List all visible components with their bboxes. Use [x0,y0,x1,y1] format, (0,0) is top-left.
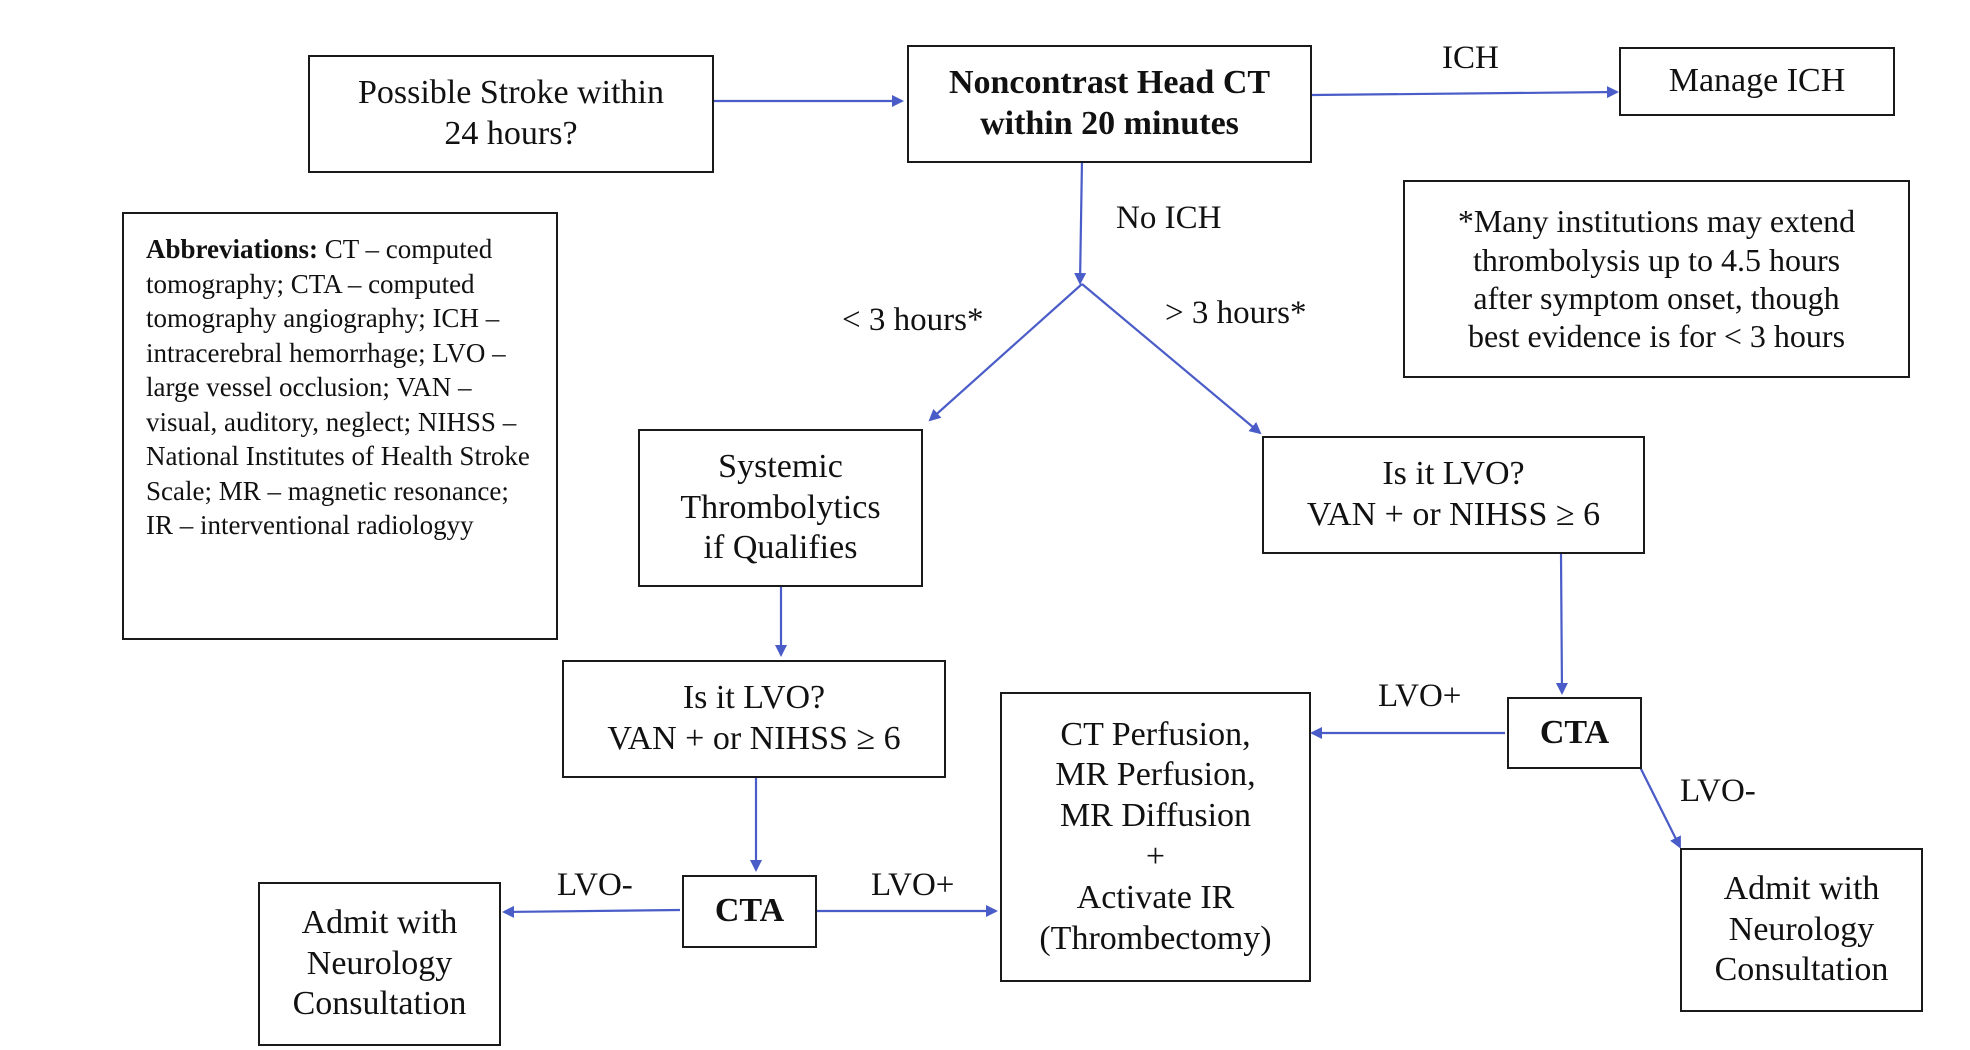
lvo-right-box: Is it LVO? VAN + or NIHSS ≥ 6 [1262,436,1645,554]
systemic-line-3: if Qualifies [703,529,858,567]
admit-right-line-2: Neurology [1728,910,1875,948]
admit-right-line-1: Admit with [1723,869,1880,907]
perfusion-box: CT Perfusion, MR Perfusion, MR Diffusion… [1000,692,1311,982]
edge-label-lvo-minus-left: LVO- [557,867,633,903]
note-line-4: best evidence is for < 3 hours [1467,318,1846,355]
lvo-left-line-2: VAN + or NIHSS ≥ 6 [607,720,901,757]
edge-label-lt3: < 3 hours* [842,302,984,338]
systemic-line-2: Thrombolytics [680,488,881,526]
admit-left-line-1: Admit with [301,903,458,941]
cta-left-box: CTA [682,875,817,948]
perfusion-line-4: + [1145,838,1166,875]
arrow-branch-to-systemic [928,283,1083,422]
arrow-branch-to-lvo-right [1081,283,1262,435]
admit-right-line-3: Consultation [1714,951,1889,989]
cta-right-box: CTA [1507,697,1642,769]
manage-ich-box: Manage ICH [1619,47,1895,116]
lvo-right-line-1: Is it LVO? [1382,455,1525,493]
start-line-1: Possible Stroke within [357,74,665,112]
head-ct-line-1: Noncontrast Head CT [948,64,1271,102]
head-ct-line-2: within 20 minutes [980,105,1239,142]
edge-label-no-ich: No ICH [1116,200,1222,236]
note-line-2: thrombolysis up to 4.5 hours [1472,241,1841,278]
admit-left-line-2: Neurology [306,944,453,982]
perfusion-line-1: CT Perfusion, [1060,715,1251,753]
perfusion-line-5: Activate IR [1076,878,1235,916]
arrow-ct-to-manage-ich [1311,86,1619,99]
abbreviations-box: Abbreviations: CT – computed tomography;… [122,212,558,640]
lvo-right-line-2: VAN + or NIHSS ≥ 6 [1306,496,1601,533]
systemic-thrombolytics-box: Systemic Thrombolytics if Qualifies [638,429,923,587]
cta-left-label: CTA [714,892,785,930]
admit-right-box: Admit with Neurology Consultation [1680,848,1923,1012]
abbreviations-text: Abbreviations: CT – computed tomography;… [146,224,542,543]
arrow-lvo-right-to-cta-right [1555,553,1568,695]
cta-right-label: CTA [1539,713,1610,751]
arrow-cta-right-to-admit-right [1639,766,1681,849]
start-box: Possible Stroke within 24 hours? [308,55,714,173]
edge-label-ich: ICH [1442,40,1499,76]
edge-label-lvo-plus-right: LVO+ [1378,678,1462,714]
head-ct-box: Noncontrast Head CT within 20 minutes [907,45,1312,163]
edge-label-gt3: > 3 hours* [1165,295,1307,331]
arrow-cta-left-to-admit-left [502,905,681,918]
admit-left-line-3: Consultation [292,985,467,1023]
note-line-3: after symptom onset, though [1473,280,1840,316]
systemic-line-1: Systemic [718,447,843,485]
arrow-ct-to-branch [1074,159,1087,285]
abbreviations-heading: Abbreviations: [146,234,319,264]
perfusion-line-3: MR Diffusion [1059,797,1252,835]
admit-left-box: Admit with Neurology Consultation [258,882,501,1046]
thrombolysis-note-box: *Many institutions may extend thrombolys… [1403,180,1910,378]
note-line-1: *Many institutions may extend [1457,203,1856,240]
lvo-left-box: Is it LVO? VAN + or NIHSS ≥ 6 [562,660,946,778]
lvo-left-line-1: Is it LVO? [682,679,826,717]
edge-label-lvo-minus-right: LVO- [1680,773,1756,809]
edge-label-lvo-plus-left: LVO+ [871,867,955,903]
manage-ich-label: Manage ICH [1668,62,1846,100]
abbreviations-body: CT – computed tomography; CTA – computed… [146,234,530,541]
perfusion-line-6: (Thrombectomy) [1039,919,1272,957]
perfusion-line-2: MR Perfusion, [1055,756,1256,794]
start-line-2: 24 hours? [444,115,578,152]
